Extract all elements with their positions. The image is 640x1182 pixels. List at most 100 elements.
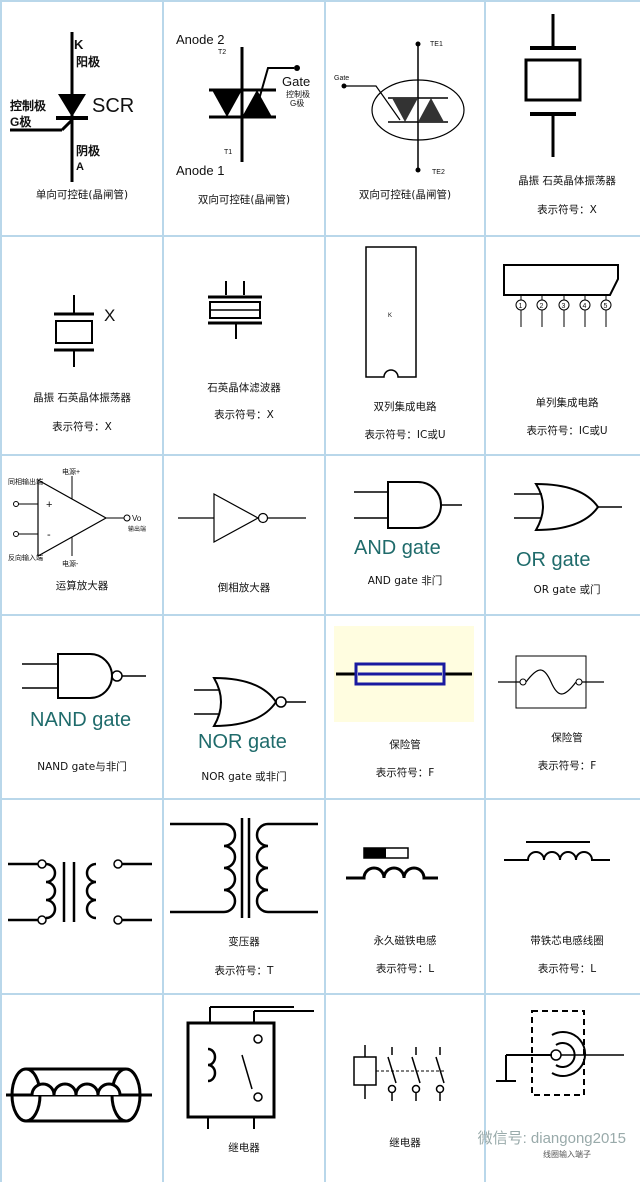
symbol-text: 表示符号：X [486, 204, 640, 217]
plus-label: + [46, 499, 52, 511]
cell-nand-gate: NAND gate NAND gate与非门 [2, 616, 162, 798]
vplus-label: 电源+ [62, 467, 80, 476]
symbol-text: 表示符号：X [164, 409, 324, 422]
coil-symbol [2, 995, 162, 1182]
gate-g-label: G极 [290, 98, 304, 108]
caption: 双列集成电路 [326, 401, 484, 414]
k-label: K [388, 313, 392, 319]
pin3-label: 3 [562, 303, 566, 310]
caption: 继电器 [326, 1137, 484, 1150]
k-label: K [74, 37, 84, 52]
symbol-text: 表示符号：F [326, 767, 484, 780]
cell-relay-2: 继电器 [326, 995, 484, 1182]
caption: 单列集成电路 [486, 397, 640, 410]
te1-label: TE1 [430, 41, 443, 48]
t1-label: T1 [224, 149, 232, 156]
caption: AND gate 非门 [326, 575, 484, 588]
caption: 双向可控硅(晶闸管) [164, 194, 324, 207]
transformer-dots-symbol [2, 800, 162, 993]
symbol-text: 表示符号：F [486, 760, 640, 773]
cell-iron-inductor: 带铁芯电感线圈 表示符号：L [486, 800, 640, 993]
minus-label: - [47, 529, 51, 541]
or-gate-label: OR gate [516, 549, 590, 571]
caption: NAND gate与非门 [2, 761, 162, 774]
anode-label: 阳极 [76, 54, 101, 69]
gate-cn-label: 控制极 [286, 89, 310, 99]
symbol-text: 表示符号：L [486, 963, 640, 976]
symbol-text: 表示符号：T [164, 965, 324, 978]
te2-label: TE2 [432, 169, 445, 176]
out-label: 输出端 [128, 525, 146, 533]
cell-transformer-2: 变压器 表示符号：T [164, 800, 324, 993]
caption: 双向可控硅(晶闸管) [326, 189, 484, 202]
sip-ic-symbol: 1 2 3 4 5 [486, 237, 640, 454]
cell-relay-1: 继电器 [164, 995, 324, 1182]
caption: 永久磁铁电感 [326, 935, 484, 948]
caption: 晶振 石英晶体振荡器 [486, 175, 640, 188]
crystal-symbol [486, 2, 640, 235]
inv-label: 反向输入端 [8, 553, 43, 562]
cell-inverter: 倒相放大器 [164, 456, 324, 614]
dip-ic-symbol: K [326, 237, 484, 454]
symbol-text: 表示符号：X [2, 421, 162, 434]
cathode-label: 阴极 [76, 143, 101, 158]
caption: NOR gate 或非门 [164, 771, 324, 784]
cell-op-amp: 同相输出端 电源+ + - Vo 输出端 反向输入端 电源- 运算放大器 [2, 456, 162, 614]
cell-or-gate: OR gate OR gate 或门 [486, 456, 640, 614]
caption: 单向可控硅(晶闸管) [2, 189, 162, 202]
vminus-label: 电源- [62, 559, 79, 568]
caption: 变压器 [164, 936, 324, 949]
cell-fuse-1: 保险管 表示符号：F [326, 616, 484, 798]
nor-gate-label: NOR gate [198, 731, 287, 753]
cell-and-gate: AND gate AND gate 非门 [326, 456, 484, 614]
cell-nor-gate: NOR gate NOR gate 或非门 [164, 616, 324, 798]
caption: 保险管 [326, 739, 484, 752]
watermark: 微信号: diangong2015 [478, 1127, 626, 1148]
scr-label: SCR [92, 95, 134, 117]
and-gate-label: AND gate [354, 537, 441, 559]
pin1-label: 1 [519, 303, 523, 310]
cell-transformer-1 [2, 800, 162, 993]
pin5-label: 5 [604, 303, 608, 310]
anode1-label: Anode 1 [176, 163, 224, 178]
pin2-label: 2 [540, 303, 544, 310]
cell-coil [2, 995, 162, 1182]
cell-coil-terminal: 线圈输入端子 [486, 995, 640, 1182]
noninv-label: 同相输出端 [8, 477, 43, 486]
cell-dip-ic: K 双列集成电路 表示符号：IC或U [326, 237, 484, 454]
gate-label: Gate [282, 74, 310, 89]
caption: 运算放大器 [2, 580, 162, 593]
caption: 石英晶体滤波器 [164, 382, 324, 395]
and-gate-symbol: AND gate [326, 456, 484, 614]
g-label: G极 [10, 114, 32, 129]
pin4-label: 4 [583, 303, 587, 310]
cell-triac-circle: TE1 Gate TE2 双向可控硅(晶闸管) [326, 2, 484, 235]
relay-symbol-2 [326, 995, 484, 1182]
cell-fuse-2: 保险管 表示符号：F [486, 616, 640, 798]
t2-label: T2 [218, 49, 226, 56]
caption: 继电器 [164, 1142, 324, 1155]
cell-scr: K 阳极 控制极 G极 阴极 A SCR 单向可控硅(晶闸管) [2, 2, 162, 235]
vo-label: Vo [132, 514, 142, 523]
caption: OR gate 或门 [486, 584, 640, 597]
caption: 晶振 石英晶体振荡器 [2, 392, 162, 405]
symbol-text: 表示符号：L [326, 963, 484, 976]
cell-crystal-filter: 石英晶体滤波器 表示符号：X [164, 237, 324, 454]
cell-crystal-2: X 晶振 石英晶体振荡器 表示符号：X [2, 237, 162, 454]
gate-label: Gate [334, 75, 349, 82]
caption: 倒相放大器 [164, 582, 324, 595]
caption: 保险管 [486, 732, 640, 745]
anode2-label: Anode 2 [176, 32, 224, 47]
cell-pm-inductor: 永久磁铁电感 表示符号：L [326, 800, 484, 993]
a-label: A [76, 161, 84, 173]
symbol-text: 表示符号：IC或U [326, 429, 484, 442]
caption: 线圈输入端子 [486, 1148, 640, 1161]
cell-crystal-1: 晶振 石英晶体振荡器 表示符号：X [486, 2, 640, 235]
cell-sip-ic: 1 2 3 4 5 单列集成电路 表示符号：IC或U [486, 237, 640, 454]
nand-gate-label: NAND gate [30, 709, 131, 731]
x-label: X [104, 306, 115, 325]
cell-triac: Anode 2 T2 Gate 控制极 G极 T1 Anode 1 双向可控硅(… [164, 2, 324, 235]
gate-label: 控制极 [10, 98, 47, 113]
caption: 带铁芯电感线圈 [486, 935, 640, 948]
